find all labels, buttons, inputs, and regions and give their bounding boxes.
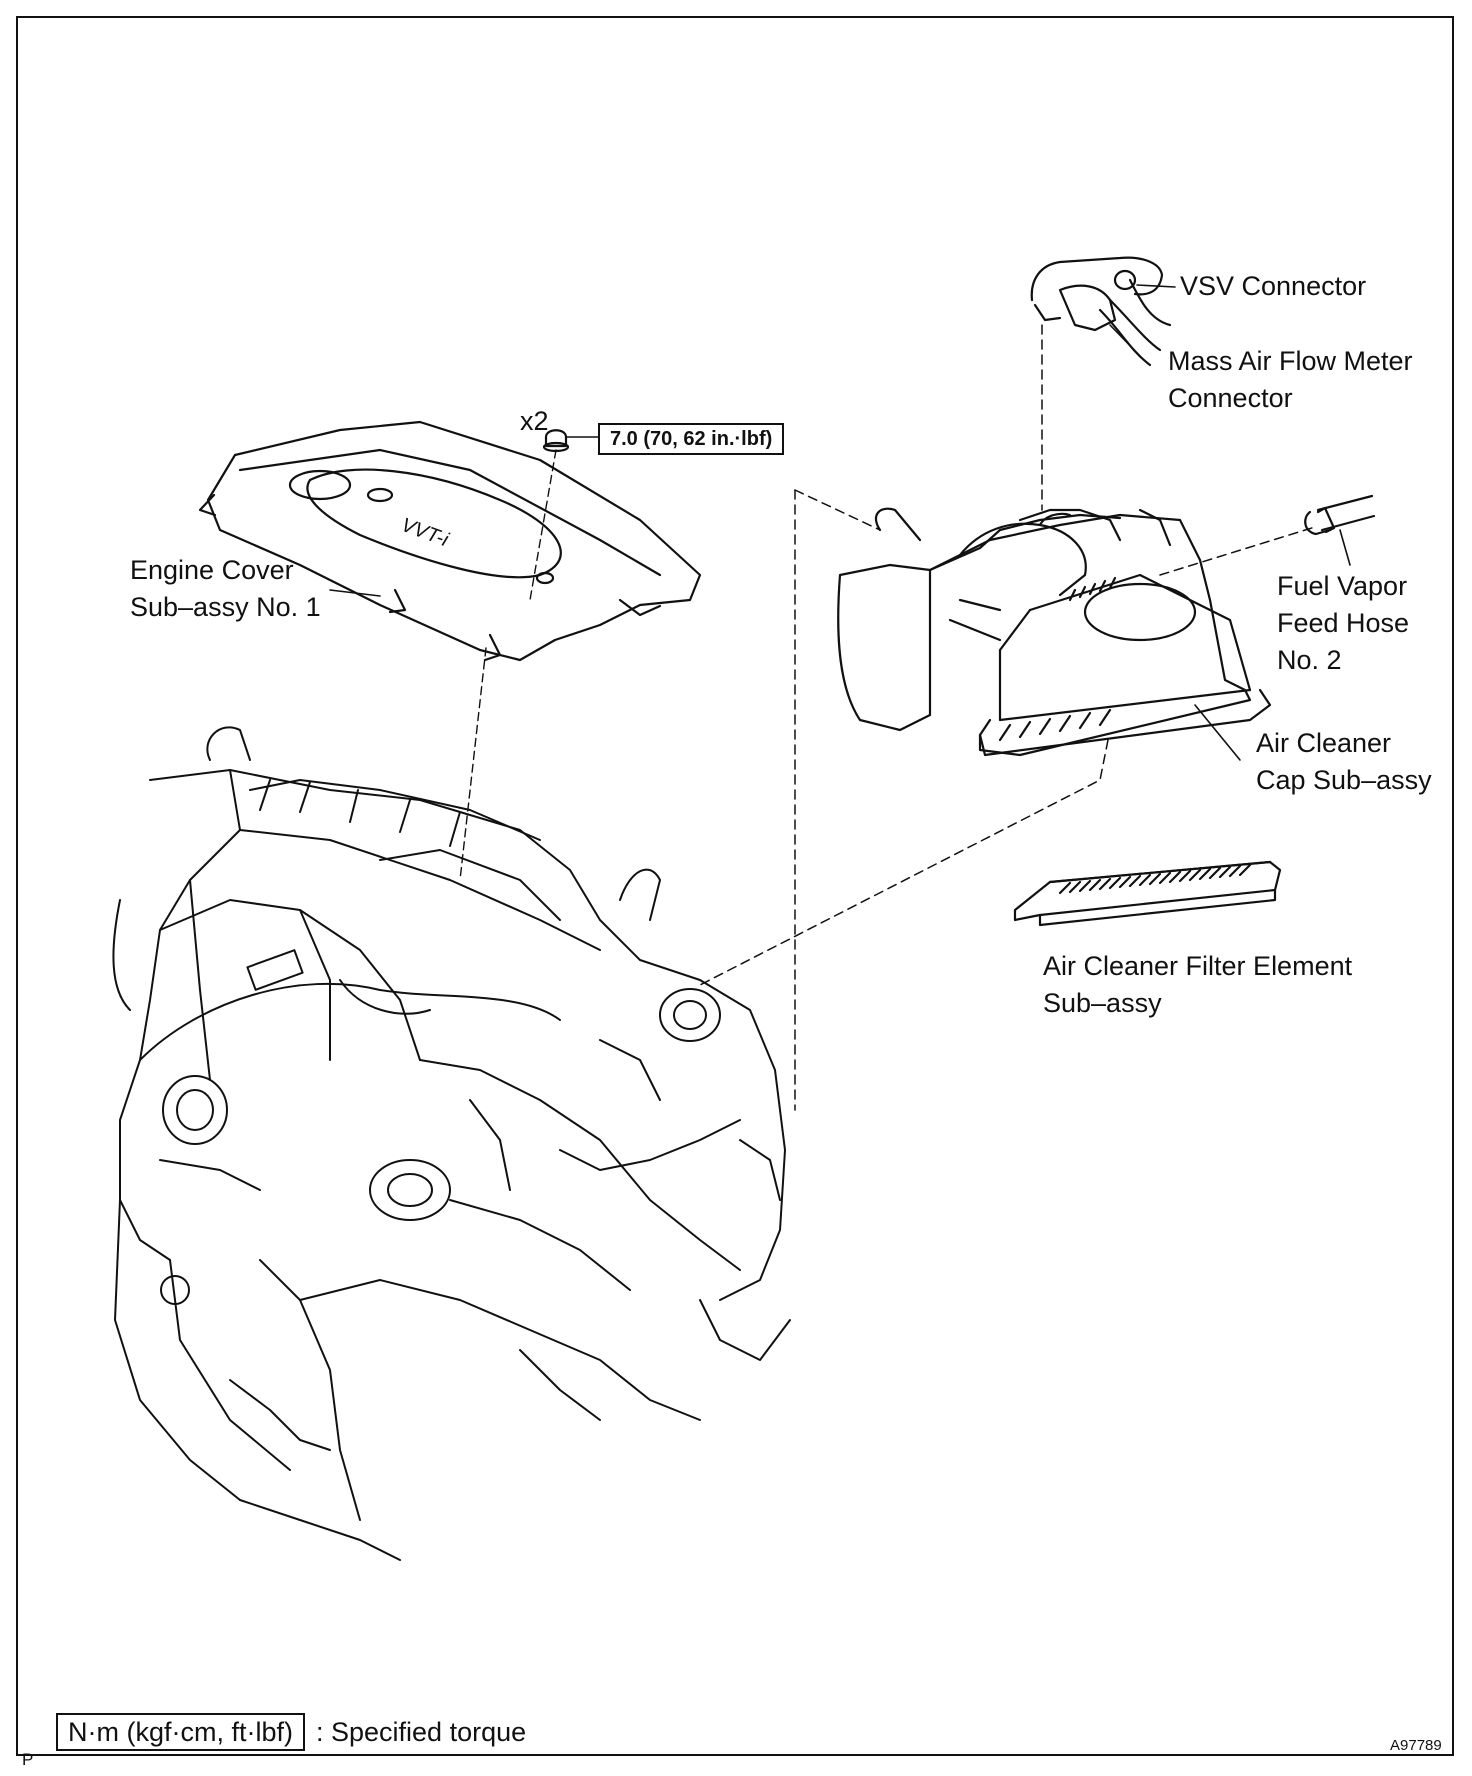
- fuel-vapor-hose-drawing: [1304, 494, 1376, 536]
- cover-leader-dashed: [459, 449, 557, 881]
- engine-cover-leader: [329, 589, 381, 597]
- air-cleaner-cap-label-line2: Cap Sub–assy: [1256, 765, 1432, 795]
- figure-id: A97789: [1390, 1737, 1442, 1754]
- vsv-leader: [1136, 284, 1176, 288]
- svg-text:VVT-i: VVT-i: [398, 514, 451, 551]
- maf-leader: [1109, 324, 1141, 357]
- engine-cover-label-line1: Engine Cover: [130, 555, 294, 585]
- corner-letter: P: [22, 1750, 34, 1769]
- fuel-vapor-label-line2: Feed Hose: [1277, 608, 1410, 638]
- maf-connector-label-line1: Mass Air Flow Meter: [1168, 346, 1413, 376]
- torque-legend-description: : Specified torque: [316, 1717, 527, 1747]
- fuel-vapor-label-line3: No. 2: [1277, 645, 1342, 675]
- torque-spec-box: 7.0 (70, 62 in.·lbf): [598, 423, 785, 455]
- air-cleaner-cap-leader: [1194, 704, 1241, 761]
- diagram-frame: [16, 16, 1454, 1756]
- engine-cover-label-line2: Sub–assy No. 1: [130, 592, 321, 622]
- air-cleaner-cap-label-line1: Air Cleaner: [1256, 728, 1392, 758]
- maf-connector-label-line2: Connector: [1168, 383, 1293, 413]
- air-cleaner-cap-drawing: [837, 507, 1272, 757]
- connector-harness-drawing: [1030, 256, 1172, 367]
- fuel-vapor-label-line1: Fuel Vapor: [1277, 571, 1408, 601]
- filter-element-label-line2: Sub–assy: [1043, 988, 1162, 1018]
- fuel-vapor-leader: [1339, 529, 1351, 566]
- air-filter-element-drawing: [1013, 860, 1282, 927]
- dashed-assembly-lines: [699, 324, 1316, 1111]
- nut-quantity-label: x2: [520, 406, 549, 436]
- engine-assembly-drawing: [112, 726, 791, 1561]
- torque-units-legend-box: N·m (kgf·cm, ft·lbf): [56, 1713, 305, 1751]
- vsv-connector-label: VSV Connector: [1180, 271, 1367, 301]
- filter-element-label-line1: Air Cleaner Filter Element: [1043, 951, 1353, 981]
